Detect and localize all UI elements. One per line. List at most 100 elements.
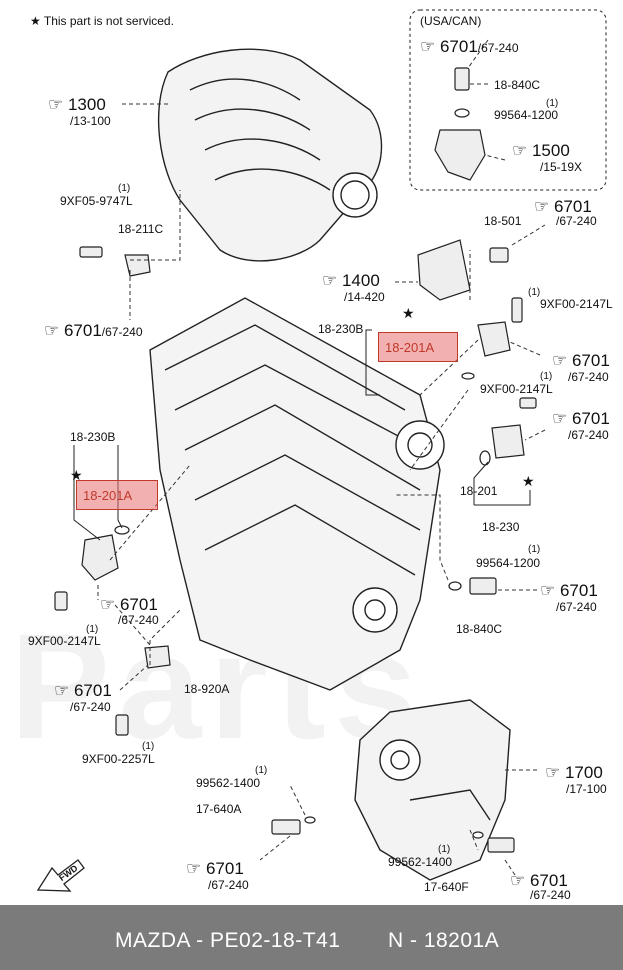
- bolt-9xf00-right: [511, 297, 523, 323]
- intake-manifold-drawing: [157, 48, 383, 262]
- small-parts: [54, 67, 537, 853]
- ref-1300-sub: /13-100: [70, 114, 111, 128]
- part-18-840c-top[interactable]: 18-840C: [494, 78, 541, 92]
- part-17-640f[interactable]: 17-640F: [424, 880, 469, 894]
- sensor-17-640f: [487, 837, 515, 853]
- ref-6701-l3[interactable]: ☞ 6701: [54, 681, 112, 700]
- region-box-title: (USA/CAN): [420, 14, 482, 28]
- qty-99562-b: (1): [438, 844, 451, 855]
- star-not-serviced-18-230: ★: [522, 473, 535, 489]
- qty-9xf00-r: (1): [528, 287, 541, 298]
- sensor-17-640a: [271, 819, 301, 835]
- part-18-920a[interactable]: 18-920A: [184, 682, 230, 696]
- sensor-18-211c: [124, 254, 151, 277]
- ref-6701-r4-sub: /67-240: [556, 600, 597, 614]
- diagram-frame: Parts: [10, 9, 613, 902]
- sensor-18-840c-mid: [469, 577, 497, 595]
- footer-code: N - 18201A: [388, 929, 500, 952]
- part-18-501[interactable]: 18-501: [484, 214, 522, 228]
- part-9xf00-2147l-r2[interactable]: 9XF00-2147L: [480, 382, 553, 396]
- part-18-211c[interactable]: 18-211C: [118, 222, 164, 236]
- ref-1700[interactable]: ☞ 1700: [545, 763, 603, 782]
- ref-6701-bottom-right[interactable]: ☞ 6701: [510, 871, 568, 890]
- ref-1500[interactable]: ☞ 1500: [512, 141, 570, 160]
- leader-lines: [97, 39, 546, 876]
- ref-6701-l2-sub: /67-240: [118, 613, 159, 627]
- o-ring-18-201: [479, 450, 491, 466]
- cam-sensor-right: [477, 321, 511, 357]
- bolt-9xf00-left: [54, 591, 68, 611]
- bolt-9xf05: [79, 246, 103, 258]
- fwd-arrow: [36, 859, 85, 892]
- highlight-label-right: 18-201A: [385, 340, 435, 355]
- qty-9xf00-r2: (1): [540, 371, 553, 382]
- ref-6701-r4[interactable]: ☞ 6701: [540, 581, 598, 600]
- ref-6701-bottom-left[interactable]: ☞ 6701: [186, 859, 244, 878]
- exploded-view-drawing: [36, 9, 607, 892]
- washer-99562-a: [304, 816, 316, 824]
- o-ring-top: [454, 108, 470, 118]
- valve-1500: [434, 129, 486, 181]
- footer-part-number: MAZDA - PE02-18-T41: [115, 929, 341, 952]
- cam-sensor-18-230: [491, 424, 525, 459]
- ref-1700-sub: /17-100: [566, 782, 607, 796]
- part-18-230b-left[interactable]: 18-230B: [70, 430, 116, 444]
- part-18-201[interactable]: 18-201: [460, 484, 498, 498]
- ref-6701-l3-sub: /67-240: [70, 700, 111, 714]
- part-9xf00-2147l-r[interactable]: 9XF00-2147L: [540, 297, 613, 311]
- part-9xf05-9747l[interactable]: 9XF05-9747L: [60, 194, 133, 208]
- notice-text: ★ This part is not serviced.: [30, 14, 174, 28]
- ref-6701-top[interactable]: ☞ 6701/67-240: [420, 37, 519, 56]
- highlight-18-201a-left[interactable]: 18-201A: [76, 480, 158, 510]
- part-18-840c-mid[interactable]: 18-840C: [456, 622, 503, 636]
- ref-1400[interactable]: ☞ 1400: [322, 271, 380, 290]
- highlight-18-201a-right[interactable]: 18-201A: [378, 332, 458, 362]
- qty-99564-mid: (1): [528, 544, 541, 555]
- part-18-230[interactable]: 18-230: [482, 520, 520, 534]
- o-ring-mid: [448, 581, 462, 591]
- part-99562-1400-a[interactable]: 99562-1400: [196, 776, 261, 790]
- ref-6701-r3[interactable]: ☞ 6701: [552, 409, 610, 428]
- o-ring-right: [461, 372, 475, 380]
- part-17-640a[interactable]: 17-640A: [196, 802, 242, 816]
- transmission-drawing: [354, 699, 511, 881]
- ref-1500-sub: /15-19X: [540, 160, 583, 174]
- qty-99564-top: (1): [546, 98, 559, 109]
- part-99564-1200-mid[interactable]: 99564-1200: [476, 556, 541, 570]
- star-not-serviced-right: ★: [402, 305, 415, 321]
- ref-6701-bottom-left-sub: /67-240: [208, 878, 249, 892]
- oil-control-valve-1400: [417, 239, 471, 301]
- washer-99562-b: [472, 831, 484, 839]
- ref-6701-r2-sub: /67-240: [568, 370, 609, 384]
- bolt-9xf00-right2: [519, 397, 537, 409]
- qty-9xf05: (1): [118, 183, 131, 194]
- ref-1300[interactable]: ☞ 1300: [48, 95, 106, 114]
- part-99564-1200-top[interactable]: 99564-1200: [494, 108, 559, 122]
- footer-bar: MAZDA - PE02-18-T41 N - 18201A: [0, 905, 623, 970]
- part-99562-1400-b[interactable]: 99562-1400: [388, 855, 453, 869]
- ref-6701-l2[interactable]: ☞ 6701: [100, 595, 158, 614]
- crank-sensor-left: [81, 534, 119, 581]
- bolt-9xf00-2257: [115, 714, 129, 736]
- star-not-serviced-left: ★: [70, 467, 83, 483]
- highlight-label-left: 18-201A: [83, 488, 133, 503]
- sensor-18-920a: [144, 645, 171, 669]
- qty-9xf00-l: (1): [86, 624, 99, 635]
- ref-6701-r3-sub: /67-240: [568, 428, 609, 442]
- qty-9xf00-2257: (1): [142, 741, 155, 752]
- ref-6701-left-top[interactable]: ☞ 6701/67-240: [44, 321, 143, 340]
- part-9xf00-2257l[interactable]: 9XF00-2257L: [82, 752, 155, 766]
- sensor-18-840c-top: [454, 67, 470, 91]
- ref-6701-bottom-right-sub: /67-240: [530, 888, 571, 902]
- ref-6701-r2[interactable]: ☞ 6701: [552, 351, 610, 370]
- region-box: [409, 9, 607, 191]
- sensor-18-501: [489, 247, 509, 263]
- ref-6701-r1[interactable]: ☞ 6701: [534, 197, 592, 216]
- engine-block-drawing: [149, 297, 445, 691]
- callout-lines: [73, 329, 531, 541]
- part-18-230b-right[interactable]: 18-230B: [318, 322, 364, 336]
- qty-99562-a: (1): [255, 765, 268, 776]
- ref-1400-sub: /14-420: [344, 290, 385, 304]
- ref-6701-r1-sub: /67-240: [556, 214, 597, 228]
- part-9xf00-2147l-l[interactable]: 9XF00-2147L: [28, 634, 101, 648]
